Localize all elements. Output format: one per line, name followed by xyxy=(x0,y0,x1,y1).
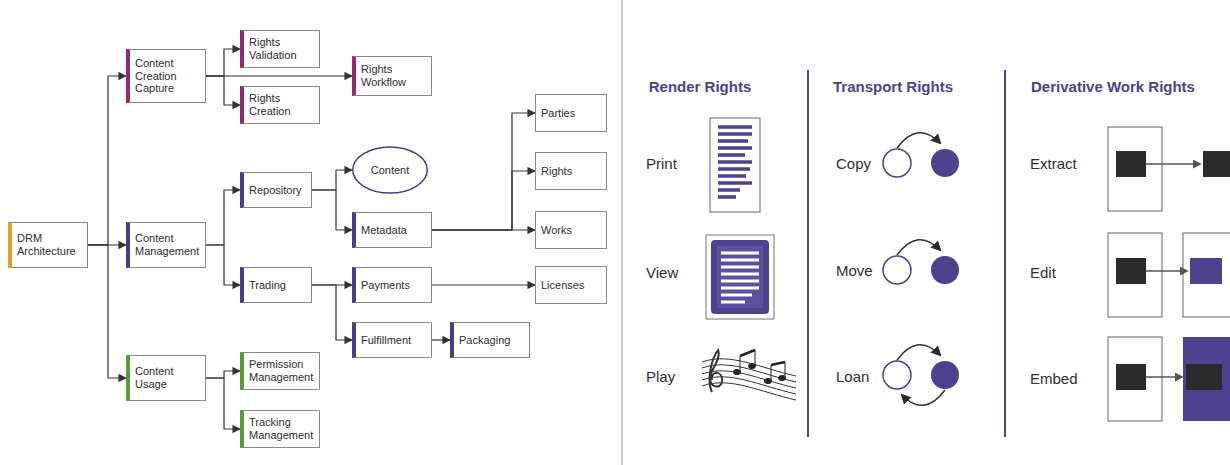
process-box: DRM Architecture xyxy=(8,222,88,268)
connector-arrow xyxy=(206,190,240,245)
process-box: Rights Validation xyxy=(240,30,320,68)
right-name: Play xyxy=(646,368,675,385)
process-box: Parties xyxy=(535,94,607,132)
connector-arrow xyxy=(88,76,126,245)
node-label: Content Usage xyxy=(135,365,200,390)
node-label: Content Management xyxy=(135,232,200,257)
connector-arrow xyxy=(206,75,352,76)
right-name: Embed xyxy=(1030,370,1078,387)
column-heading: Derivative Work Rights xyxy=(1031,78,1195,95)
process-box: Payments xyxy=(352,267,432,303)
process-box: Trading xyxy=(240,267,312,303)
right-name: Print xyxy=(646,155,677,172)
process-box: Content Usage xyxy=(126,355,206,401)
connector-arrow xyxy=(206,245,240,285)
node-label: Works xyxy=(541,224,601,237)
process-box: Permission Management xyxy=(240,352,320,390)
connector-arrow xyxy=(312,285,352,340)
process-box: Tracking Management xyxy=(240,410,320,448)
node-label: Rights Validation xyxy=(249,36,314,61)
process-box: Packaging xyxy=(450,322,530,358)
node-label: Payments xyxy=(361,279,426,292)
divider xyxy=(622,0,623,465)
node-label: Parties xyxy=(541,107,601,120)
node-label: Repository xyxy=(249,184,306,197)
process-box: Licenses xyxy=(535,266,607,304)
node-label: Permission Management xyxy=(249,358,314,383)
connector-arrow xyxy=(432,339,450,340)
connector-arrow xyxy=(432,229,535,230)
process-box: Metadata xyxy=(352,212,432,248)
loan-icon xyxy=(883,345,959,406)
right-name: Extract xyxy=(1030,155,1077,172)
move-icon xyxy=(883,240,959,284)
process-box: Fulfillment xyxy=(352,322,432,358)
connector-arrow xyxy=(432,113,535,230)
extract-icon xyxy=(1108,127,1230,211)
connector-arrow xyxy=(206,371,240,378)
node-label: Content Creation Capture xyxy=(135,57,200,95)
connector-arrow xyxy=(206,76,240,105)
process-box: Rights Creation xyxy=(240,86,320,124)
process-box: Content Creation Capture xyxy=(126,49,206,103)
column-heading: Render Rights xyxy=(649,78,752,95)
embed-icon xyxy=(1108,337,1230,421)
process-box: Content Management xyxy=(126,222,206,268)
node-label: DRM Architecture xyxy=(17,232,82,257)
divider xyxy=(1004,70,1006,437)
music-staff-icon xyxy=(702,350,796,400)
edit-icon xyxy=(1108,233,1230,317)
column-heading: Transport Rights xyxy=(833,78,953,95)
data-ellipse: Content xyxy=(352,146,428,194)
node-label: Content xyxy=(371,164,410,177)
right-name: View xyxy=(646,264,678,281)
print-icon xyxy=(710,118,760,212)
connector-arrow xyxy=(312,190,352,230)
node-label: Packaging xyxy=(459,334,524,347)
node-label: Tracking Management xyxy=(249,416,314,441)
process-box: Repository xyxy=(240,172,312,208)
node-label: Fulfillment xyxy=(361,334,426,347)
node-label: Rights Workflow xyxy=(361,63,426,88)
connector-arrow xyxy=(432,284,535,285)
node-label: Trading xyxy=(249,279,306,292)
connector-arrow xyxy=(206,378,240,429)
divider xyxy=(807,70,809,437)
node-label: Rights Creation xyxy=(249,92,314,117)
process-box: Rights xyxy=(535,152,607,190)
connector-arrow xyxy=(88,245,126,378)
copy-icon xyxy=(883,133,959,177)
right-name: Copy xyxy=(836,155,871,172)
connector-arrow xyxy=(206,49,240,76)
right-name: Move xyxy=(836,262,873,279)
connector-arrow xyxy=(312,170,352,190)
right-name: Loan xyxy=(836,368,869,385)
connector-arrow xyxy=(432,171,535,230)
node-label: Metadata xyxy=(361,224,426,237)
right-name: Edit xyxy=(1030,264,1056,281)
node-label: Rights xyxy=(541,165,601,178)
process-box: Works xyxy=(535,211,607,249)
process-box: Rights Workflow xyxy=(352,56,432,96)
view-icon xyxy=(706,235,774,319)
node-label: Licenses xyxy=(541,279,601,292)
